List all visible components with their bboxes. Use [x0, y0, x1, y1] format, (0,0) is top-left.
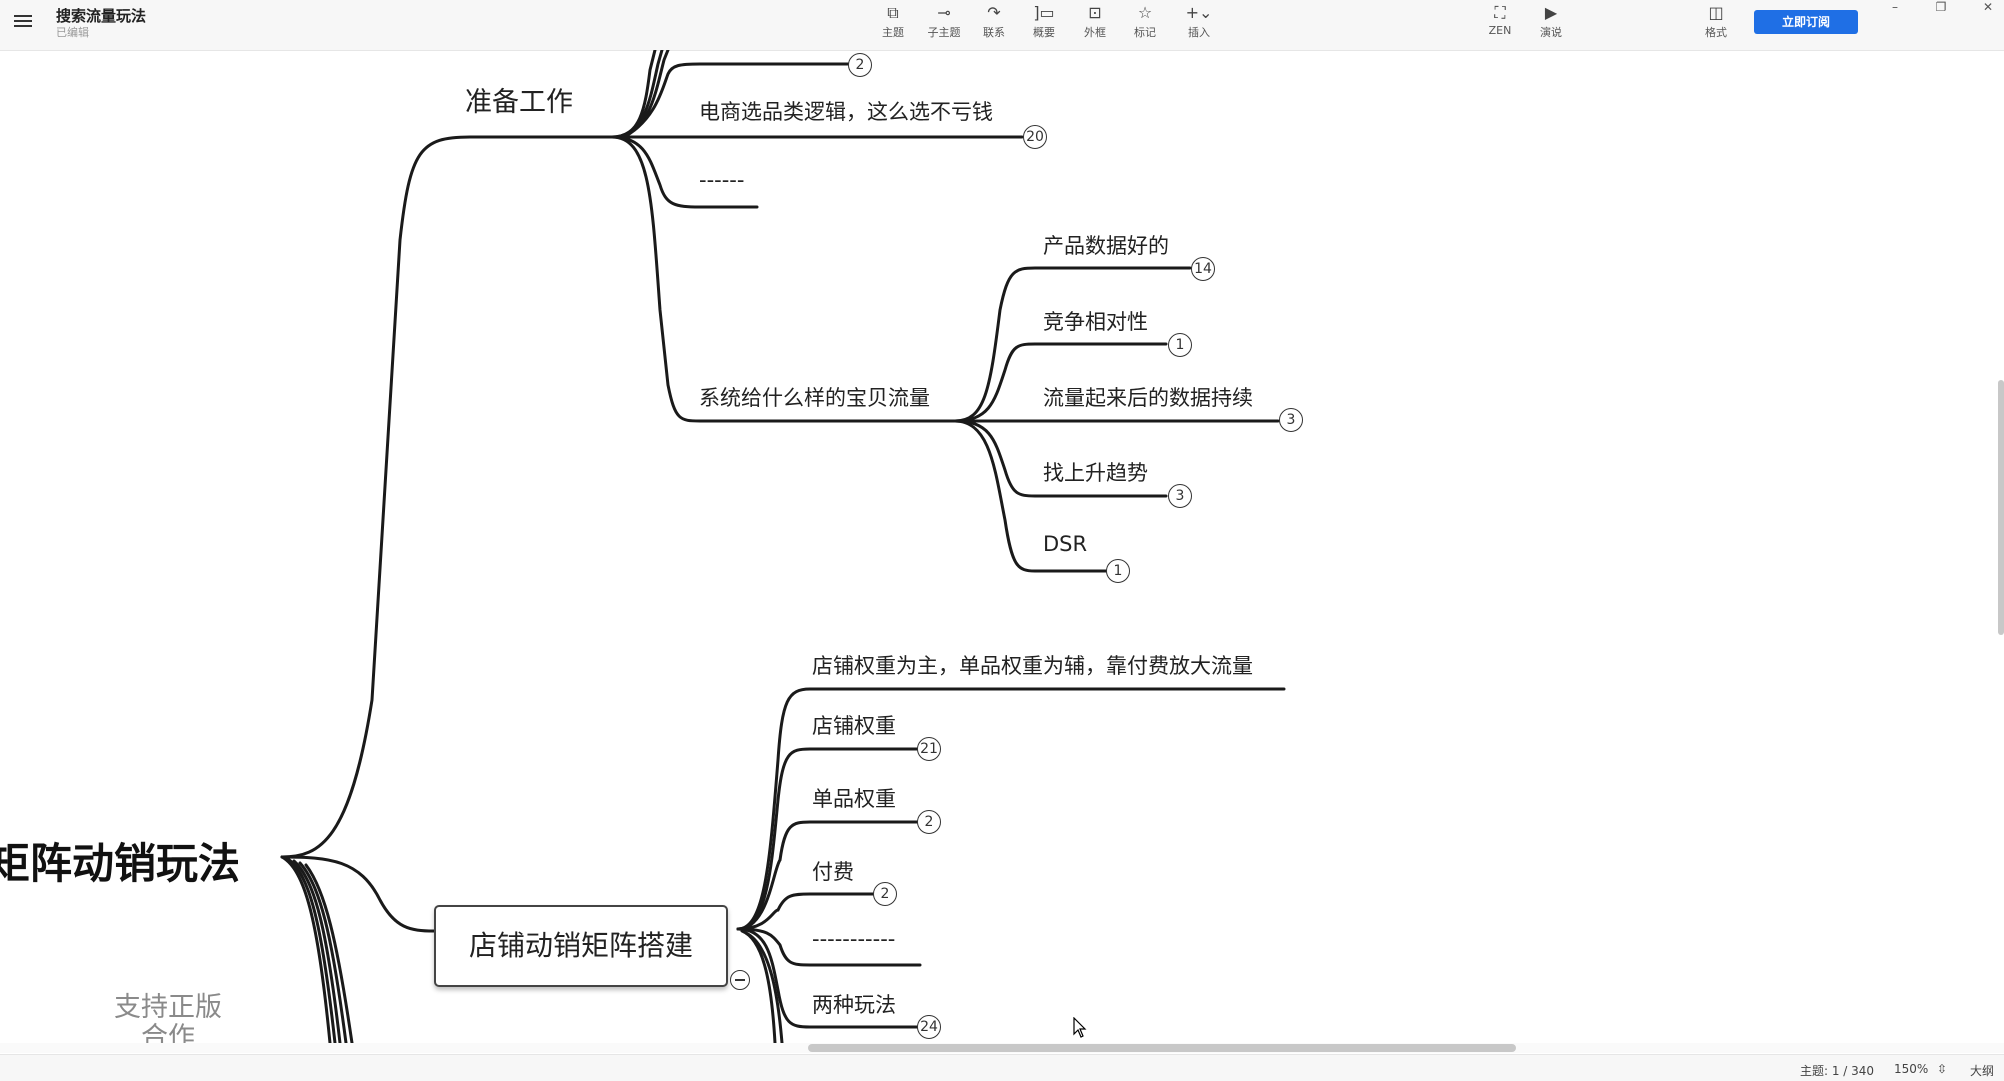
branch-topic-store-matrix[interactable]: 店铺动销矩阵搭建 [434, 905, 728, 987]
summary-button[interactable]: ]▭ 概要 [1020, 2, 1068, 46]
panel-icon: ◫ [1708, 3, 1724, 22]
watermark-line1: 支持正版 [114, 992, 222, 1023]
count-badge[interactable]: 1 [1106, 559, 1130, 583]
count-badge[interactable]: 1 [1168, 333, 1192, 357]
horizontal-scroll-thumb[interactable] [808, 1044, 1516, 1052]
watermark-line2: 合作+VX:32842038 [141, 1022, 195, 1043]
count-badge[interactable]: 2 [848, 53, 872, 77]
subtopic-button[interactable]: ⊸ 子主题 [920, 2, 968, 46]
branch-topic-prep[interactable]: 准备工作 [465, 87, 573, 118]
marker-button[interactable]: ☆ 标记 [1121, 2, 1169, 46]
boundary-icon: ⊡ [1088, 3, 1102, 22]
document-status: 已编辑 [56, 26, 89, 39]
topic-node[interactable]: 电商选品类逻辑，这么选不亏钱 [699, 100, 993, 124]
summary-icon: ]▭ [1033, 3, 1055, 22]
star-icon: ☆ [1137, 3, 1153, 22]
format-button[interactable]: ◫ 格式 [1692, 2, 1740, 46]
relation-icon: ↷ [987, 3, 1001, 22]
count-badge[interactable]: 2 [917, 810, 941, 834]
count-badge[interactable]: 3 [1279, 408, 1303, 432]
play-icon: ▶ [1544, 3, 1558, 22]
topic-node[interactable]: 找上升趋势 [1043, 461, 1148, 485]
topic-node[interactable]: DSR [1043, 532, 1088, 556]
topic-node[interactable]: ----------- [812, 927, 896, 951]
topic-icon: ⧉ [887, 3, 899, 22]
topic-node[interactable]: 两种玩法 [812, 993, 896, 1017]
mouse-cursor-icon [1073, 1017, 1087, 1038]
zoom-level[interactable]: 150% [1894, 1062, 1929, 1076]
topic-node[interactable]: ------ [699, 168, 745, 192]
topic-node[interactable]: 店铺权重 [812, 714, 896, 738]
zen-button[interactable]: ⛶ ZEN [1476, 2, 1524, 46]
connector-lines [280, 50, 1286, 1043]
topic-node[interactable]: 竞争相对性 [1043, 310, 1148, 334]
topic-node[interactable]: 系统给什么样的宝贝流量 [699, 386, 930, 410]
top-toolbar: 搜索流量玩法 已编辑 ⧉ 主题 ⊸ 子主题 ↷ 联系 ]▭ 概要 ⊡ 外框 ☆ … [0, 0, 2004, 51]
subtopic-icon: ⊸ [937, 3, 951, 22]
subscribe-button[interactable]: 立即订阅 [1754, 10, 1858, 34]
document-title[interactable]: 搜索流量玩法 [56, 7, 147, 25]
topic-node[interactable]: 单品权重 [812, 787, 896, 811]
count-badge[interactable]: 20 [1023, 125, 1047, 149]
count-badge[interactable]: 14 [1191, 257, 1215, 281]
count-badge[interactable]: 24 [917, 1015, 941, 1039]
zoom-stepper-icon[interactable]: ⇳ [1937, 1062, 1948, 1076]
present-button[interactable]: ▶ 演说 [1527, 2, 1575, 46]
plus-icon: +⌄ [1185, 3, 1213, 22]
boundary-button[interactable]: ⊡ 外框 [1071, 2, 1119, 46]
topic-node[interactable]: 店铺权重为主，单品权重为辅，靠付费放大流量 [812, 654, 1253, 678]
topic-button[interactable]: ⧉ 主题 [869, 2, 917, 46]
status-bar: 主题: 1 / 340 150% ⇳ 大纲 [0, 1054, 2004, 1081]
relation-button[interactable]: ↷ 联系 [970, 2, 1018, 46]
count-badge[interactable]: 21 [917, 737, 941, 761]
topic-node[interactable]: 产品数据好的 [1043, 234, 1169, 258]
topic-count: 主题: 1 / 340 [1800, 1064, 1875, 1078]
vertical-scroll-thumb[interactable] [1998, 380, 2004, 635]
topic-node[interactable]: 付费 [812, 860, 854, 884]
minimize-icon[interactable]: – [1892, 0, 1898, 14]
count-badge[interactable]: 2 [873, 882, 897, 906]
topic-node[interactable]: 流量起来后的数据持续 [1043, 386, 1253, 410]
outline-button[interactable]: 大纲 [1970, 1064, 1995, 1078]
count-badge[interactable]: 3 [1168, 484, 1192, 508]
collapse-toggle-icon[interactable] [730, 970, 750, 990]
menu-icon[interactable] [14, 12, 32, 28]
restore-icon[interactable]: ❐ [1935, 0, 1947, 14]
root-topic[interactable]: 矩阵动销玩法 [0, 839, 241, 888]
mindmap-canvas[interactable]: 2 矩阵动销玩法 准备工作 电商选品类逻辑，这么选不亏钱 20 ------ 系… [0, 50, 2004, 1043]
close-icon[interactable]: ✕ [1982, 0, 1994, 14]
fullscreen-icon: ⛶ [1494, 3, 1506, 22]
insert-button[interactable]: +⌄ 插入 [1175, 2, 1223, 46]
